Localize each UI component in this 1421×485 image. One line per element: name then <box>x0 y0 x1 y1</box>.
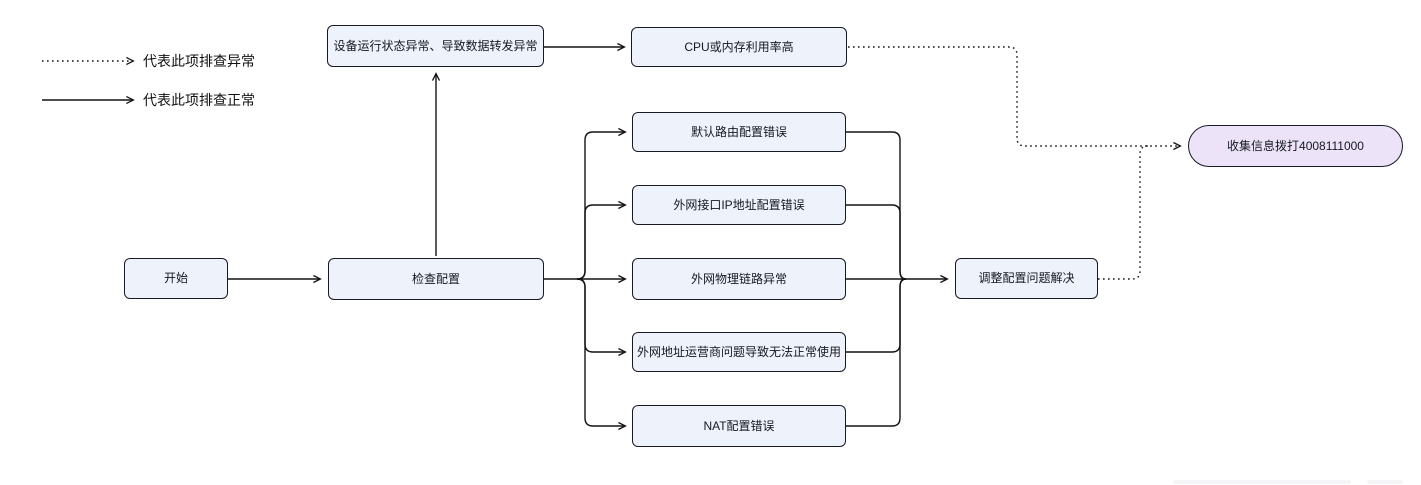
dotted-cpu-to-collect <box>848 46 1182 151</box>
branch-to-wan-isp <box>576 278 627 357</box>
node-wan-link: 外网物理链路异常 <box>632 258 846 300</box>
branch-to-nat <box>576 278 627 431</box>
node-wan-ip: 外网接口IP地址配置错误 <box>632 185 846 225</box>
legend-abnormal-label: 代表此项排查异常 <box>143 53 255 69</box>
legend-normal-label: 代表此项排查正常 <box>143 92 255 108</box>
node-nat-config: NAT配置错误 <box>632 405 846 447</box>
merge-from-wan-isp <box>846 278 907 353</box>
node-default-route: 默认路由配置错误 <box>632 112 846 152</box>
node-cpu-mem: CPU或内存利用率高 <box>631 27 847 67</box>
watermark-bar <box>1173 480 1351 484</box>
node-device-status: 设备运行状态异常、导致数据转发异常 <box>327 25 544 67</box>
node-collect-info: 收集信息拨打4008111000 <box>1188 125 1403 167</box>
node-start: 开始 <box>124 258 228 299</box>
node-adjust-config: 调整配置问题解决 <box>955 258 1098 299</box>
merge-from-wan-ip <box>846 204 907 280</box>
node-wan-isp: 外网地址运营商问题导致无法正常使用 <box>632 332 846 372</box>
merge-from-nat <box>846 278 907 427</box>
branch-to-wan-ip <box>576 200 627 280</box>
dotted-adjust-to-collect <box>1098 145 1149 280</box>
node-check-config: 检查配置 <box>328 258 544 300</box>
watermark-bar <box>1367 480 1403 484</box>
